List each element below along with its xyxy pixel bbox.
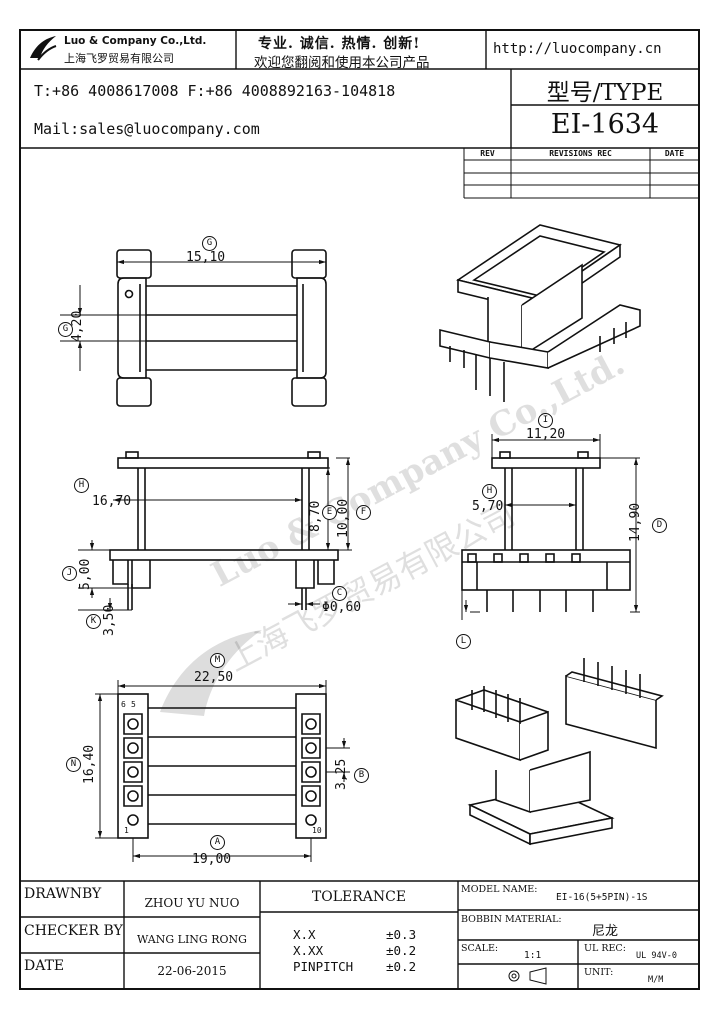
dim-tag-a: A [210, 835, 225, 850]
drawnby-label: DRAWNBY [24, 886, 102, 902]
scale-label: SCALE: [461, 943, 499, 954]
model-name-label: MODEL NAME: [461, 884, 538, 895]
tolerance-key-xxx: X.XX [293, 943, 324, 958]
dim-e-value: 8,70 [308, 500, 323, 532]
dim-tag-b: B [354, 768, 369, 783]
checker-value: WANG LING RONG [137, 933, 247, 946]
type-label: 型号/TYPE [546, 80, 664, 106]
bobbin-material-label: BOBBIN MATERIAL: [461, 914, 562, 925]
dim-tag-f: F [356, 505, 371, 520]
dim-k-value: 3,50 [102, 604, 117, 636]
date-header: DATE [664, 149, 685, 158]
company-welcome: 欢迎您翻阅和使用本公司产品 [254, 55, 430, 71]
date-value: 22-06-2015 [157, 964, 227, 978]
iso-view-top [439, 224, 641, 402]
bottom-view-drawing [117, 693, 327, 839]
dim-j-value: 5,00 [78, 558, 93, 590]
dim-tag-g2: G [58, 322, 73, 337]
tolerance-key-pinpitch: PINPITCH [293, 959, 354, 974]
tolerance-label: TOLERANCE [311, 889, 407, 905]
dim-tag-l: L [456, 634, 471, 649]
dim-i-value: 11,20 [526, 427, 566, 442]
dim-g-value: 15,10 [186, 250, 226, 265]
date-label: DATE [24, 958, 65, 974]
outer-border [19, 29, 700, 990]
dim-b-value: 3,25 [334, 758, 349, 790]
dim-h2-value: 5,70 [472, 499, 504, 514]
dim-f-value: 10,00 [336, 498, 351, 538]
tolerance-value-xxx: ±0.2 [386, 943, 417, 958]
scale-value: 1:1 [524, 950, 542, 961]
dim-m-value: 22,50 [194, 670, 234, 685]
dim-g2-value: 4,20 [70, 310, 85, 342]
dim-a-value: 19,00 [192, 852, 232, 867]
tolerance-value-xx: ±0.3 [386, 927, 417, 942]
contact-phone: T:+86 4008617008 F:+86 4008892163-104818 [34, 82, 396, 100]
header-grid [20, 30, 699, 149]
company-name-cn: 上海飞罗贸易有限公司 [64, 52, 174, 65]
bobbin-material-value: 尼龙 [592, 924, 619, 939]
tolerance-value-pinpitch: ±0.2 [386, 959, 417, 974]
tolerance-key-xx: X.X [293, 927, 316, 942]
dim-d-value: 14,90 [628, 502, 643, 542]
unit-label: UNIT: [584, 967, 614, 978]
website-link[interactable]: http://luocompany.cn [493, 41, 662, 57]
footer-grid [20, 880, 699, 989]
unit-value: M/M [648, 975, 664, 985]
dim-tag-k: K [86, 614, 101, 629]
side-view-drawing [461, 451, 631, 612]
pin-label-5: 5 [131, 700, 136, 709]
company-slogan: 专业. 诚信. 热情. 创新! [258, 36, 421, 52]
dim-tag-i: I [538, 413, 553, 428]
iso-view-bottom [455, 658, 664, 846]
dim-tag-d: D [652, 518, 667, 533]
dim-tag-n: N [66, 757, 81, 772]
drawnby-value: ZHOU YU NUO [144, 896, 240, 910]
dim-g-lines [60, 259, 326, 371]
model-number: EI-1634 [550, 109, 660, 140]
pin-label-10: 10 [312, 826, 322, 835]
projection-symbol [508, 967, 547, 985]
ul-rec-value: UL 94V-0 [636, 951, 677, 961]
dim-h-value: 16,70 [92, 494, 132, 509]
dim-tag-g: G [202, 236, 217, 251]
dim-tag-e: E [322, 505, 337, 520]
model-name-value: EI-16(5+5PIN)-1S [556, 892, 648, 903]
top-view-drawing [116, 249, 327, 407]
company-logo [30, 36, 57, 61]
dim-tag-j: J [62, 566, 77, 581]
dim-n-value: 16,40 [82, 744, 97, 784]
revisions-table [463, 148, 699, 199]
company-name-en: Luo & Company Co.,Ltd. [64, 35, 207, 47]
dim-tag-h2: H [482, 484, 497, 499]
rev-header: REV [480, 149, 495, 158]
contact-email[interactable]: Mail:sales@luocompany.com [34, 120, 260, 138]
pin-label-6: 6 [121, 700, 126, 709]
ul-rec-label: UL REC: [584, 943, 626, 954]
pin-label-1: 1 [124, 826, 129, 835]
watermark-logo [160, 630, 262, 716]
bottom-view-dims [95, 680, 350, 862]
checker-label: CHECKER BY [24, 923, 123, 939]
dim-c-value: Φ0,60 [322, 600, 362, 615]
dim-tag-c: C [332, 586, 347, 601]
dim-tag-m: M [210, 653, 225, 668]
dim-tag-h: H [74, 478, 89, 493]
side-view-dims [461, 434, 640, 620]
revisions-rec-header: REVISIONS REC [549, 149, 612, 158]
